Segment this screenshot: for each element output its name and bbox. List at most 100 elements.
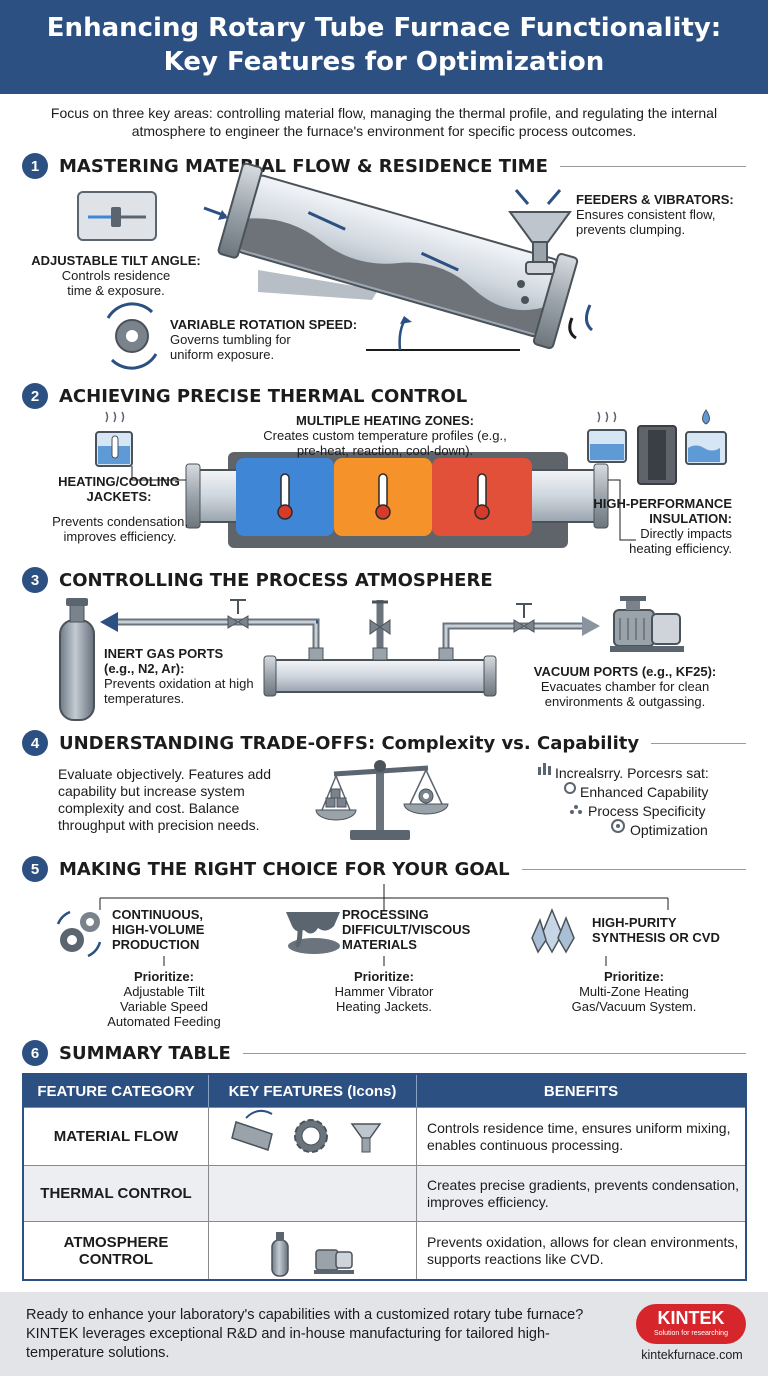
table-row: MATERIAL FLOW Controls residence time, e… bbox=[24, 1107, 745, 1165]
section-4-header: 4 UNDERSTANDING TRADE-OFFS: Complexity v… bbox=[22, 729, 746, 757]
table-header-row: FEATURE CATEGORY KEY FEATURES (Icons) BE… bbox=[24, 1075, 745, 1107]
column-header: FEATURE CATEGORY bbox=[24, 1075, 209, 1107]
section-title: CONTROLLING THE PROCESS ATMOSPHERE bbox=[59, 569, 493, 591]
section-number: 5 bbox=[22, 856, 48, 882]
benefits-cell: Prevents oxidation, allows for clean env… bbox=[427, 1233, 739, 1267]
website-link[interactable]: kintekfurnace.com bbox=[641, 1348, 743, 1362]
section-number: 3 bbox=[22, 567, 48, 593]
callout-text: Creates custom temperature profiles (e.g… bbox=[263, 428, 507, 458]
category-cell: ATMOSPHERE CONTROL bbox=[24, 1222, 209, 1279]
table-row: ATMOSPHERE CONTROL Prevents oxidation, a… bbox=[24, 1221, 745, 1279]
goal-title-high-purity: HIGH-PURITY SYNTHESIS OR CVD bbox=[592, 915, 722, 945]
goal-title-continuous: CONTINUOUS, HIGH-VOLUME PRODUCTION bbox=[112, 907, 242, 952]
feeder-hopper-icon bbox=[508, 189, 572, 304]
divider bbox=[521, 868, 746, 870]
icons-cell bbox=[209, 1222, 417, 1279]
goal-connector-lines bbox=[99, 884, 669, 966]
goal-title: PROCESSING DIFFICULT/VISCOUS MATERIALS bbox=[342, 907, 471, 952]
list-bullet-icons bbox=[538, 763, 625, 833]
rotation-speed-callout: VARIABLE ROTATION SPEED: Governs tumblin… bbox=[170, 317, 370, 362]
section-title: ACHIEVING PRECISE THERMAL CONTROL bbox=[59, 385, 468, 407]
callout-title: INERT GAS PORTS (e.g., N2, Ar): bbox=[104, 646, 224, 676]
multi-zone-furnace-illustration bbox=[185, 452, 609, 548]
goal-priorities-high-purity: Prioritize: Multi-Zone Heating Gas/Vacuu… bbox=[556, 969, 712, 1014]
prioritize-label: Prioritize: bbox=[604, 969, 664, 984]
benefits-cell: Creates precise gradients, prevents cond… bbox=[427, 1176, 740, 1210]
cooling-jacket-icon bbox=[587, 411, 627, 463]
callout-line bbox=[608, 479, 636, 541]
tradeoff-list: Increalsrry. Porcesrs sat: Enhanced Capa… bbox=[555, 764, 745, 840]
vacuum-pump-icon bbox=[610, 596, 684, 652]
tilt-angle-callout: ADJUSTABLE TILT ANGLE: Controls residenc… bbox=[24, 253, 208, 298]
goal-priorities-viscous: Prioritize: Hammer Vibrator Heating Jack… bbox=[314, 969, 454, 1014]
callout-text: Directly impacts heating efficiency. bbox=[629, 526, 732, 556]
section-title: MASTERING MATERIAL FLOW & RESIDENCE TIME bbox=[59, 155, 548, 177]
callout-title: VACUUM PORTS (e.g., KF25): bbox=[533, 664, 717, 679]
divider bbox=[242, 1052, 746, 1054]
heating-zones-callout: MULTIPLE HEATING ZONES: Creates custom t… bbox=[260, 413, 510, 458]
list-item: Optimization bbox=[630, 822, 708, 838]
list-item: Enhanced Capability bbox=[580, 784, 709, 800]
column-header: KEY FEATURES (Icons) bbox=[209, 1075, 417, 1107]
callout-title: MULTIPLE HEATING ZONES: bbox=[296, 413, 474, 428]
insulation-block-icon bbox=[637, 425, 677, 485]
vacuum-callout: VACUUM PORTS (e.g., KF25): Evacuates cha… bbox=[522, 664, 728, 709]
prioritize-label: Prioritize: bbox=[134, 969, 194, 984]
gears-icon bbox=[56, 910, 102, 958]
footer-text: Ready to enhance your laboratory's capab… bbox=[26, 1307, 584, 1361]
page-title-line1: Enhancing Rotary Tube Furnace Functional… bbox=[46, 13, 722, 43]
callout-text: Ensures consistent flow, prevents clumpi… bbox=[576, 207, 716, 237]
section-number: 6 bbox=[22, 1040, 48, 1066]
callout-text: Evacuates chamber for clean environments… bbox=[540, 679, 710, 709]
callout-title: VARIABLE ROTATION SPEED: bbox=[170, 317, 358, 332]
section-title: UNDERSTANDING TRADE-OFFS: Complexity vs.… bbox=[59, 732, 640, 754]
prioritize-label: Prioritize: bbox=[354, 969, 414, 984]
callout-line bbox=[131, 466, 186, 481]
kintek-logo[interactable]: KINTEK Solution for researching bbox=[636, 1304, 746, 1344]
gas-bottle-icon bbox=[271, 1232, 289, 1277]
feeders-callout: FEEDERS & VIBRATORS: Ensures consistent … bbox=[576, 192, 746, 237]
section-number: 2 bbox=[22, 383, 48, 409]
page-header: Enhancing Rotary Tube Furnace Functional… bbox=[0, 0, 768, 94]
divider bbox=[559, 165, 746, 167]
tradeoff-text: Evaluate objectively. Features add capab… bbox=[58, 766, 271, 833]
callout-text: Prevents condensation, improves efficien… bbox=[52, 514, 188, 544]
crystal-icon bbox=[531, 908, 575, 954]
callout-text: Governs tumbling for uniform exposure. bbox=[170, 332, 291, 362]
section-2-header: 2 ACHIEVING PRECISE THERMAL CONTROL bbox=[22, 382, 746, 410]
tilt-slider-icon bbox=[77, 191, 157, 241]
prioritize-items: Multi-Zone Heating Gas/Vacuum System. bbox=[571, 984, 697, 1014]
section-title: SUMMARY TABLE bbox=[59, 1042, 231, 1064]
callout-text: Prevents oxidation at high temperatures. bbox=[104, 676, 254, 706]
brand-name: KINTEK bbox=[657, 1308, 725, 1328]
icons-cell bbox=[209, 1166, 417, 1221]
pump-icon bbox=[314, 1249, 354, 1274]
table-row: THERMAL CONTROL Creates precise gradient… bbox=[24, 1165, 745, 1221]
gear-icon bbox=[294, 1119, 328, 1153]
list-item: Process Specificity bbox=[588, 803, 706, 819]
insulation-callout: HIGH-PERFORMANCE INSULATION: Directly im… bbox=[580, 496, 732, 556]
callout-title: FEEDERS & VIBRATORS: bbox=[576, 192, 734, 207]
gas-cylinder-icon bbox=[59, 598, 95, 721]
inert-gas-callout: INERT GAS PORTS (e.g., N2, Ar): Prevents… bbox=[104, 646, 254, 706]
rotary-tube-furnace-illustration bbox=[203, 162, 594, 351]
rotation-gear-icon bbox=[106, 302, 158, 370]
goal-title: CONTINUOUS, HIGH-VOLUME PRODUCTION bbox=[112, 907, 205, 952]
icons-cell bbox=[209, 1108, 417, 1165]
list-item: Increalsrry. Porcesrs sat: bbox=[555, 765, 709, 781]
callout-title: HIGH-PERFORMANCE INSULATION: bbox=[593, 496, 732, 526]
section-number: 4 bbox=[22, 730, 48, 756]
divider bbox=[651, 742, 746, 744]
prioritize-items: Hammer Vibrator Heating Jackets. bbox=[334, 984, 434, 1014]
section-6-header: 6 SUMMARY TABLE bbox=[22, 1039, 746, 1067]
balance-scale-icon bbox=[315, 760, 449, 840]
section-number: 1 bbox=[22, 153, 48, 179]
section-1-header: 1 MASTERING MATERIAL FLOW & RESIDENCE TI… bbox=[22, 152, 746, 180]
category-cell: THERMAL CONTROL bbox=[24, 1166, 209, 1221]
footer: Ready to enhance your laboratory's capab… bbox=[0, 1292, 768, 1376]
brand-tagline: Solution for researching bbox=[654, 1330, 728, 1337]
section-3-header: 3 CONTROLLING THE PROCESS ATMOSPHERE bbox=[22, 566, 746, 594]
intro-text: Focus on three key areas: controlling ma… bbox=[50, 105, 718, 139]
illustrations bbox=[56, 162, 727, 1277]
funnel-icon bbox=[350, 1123, 382, 1153]
